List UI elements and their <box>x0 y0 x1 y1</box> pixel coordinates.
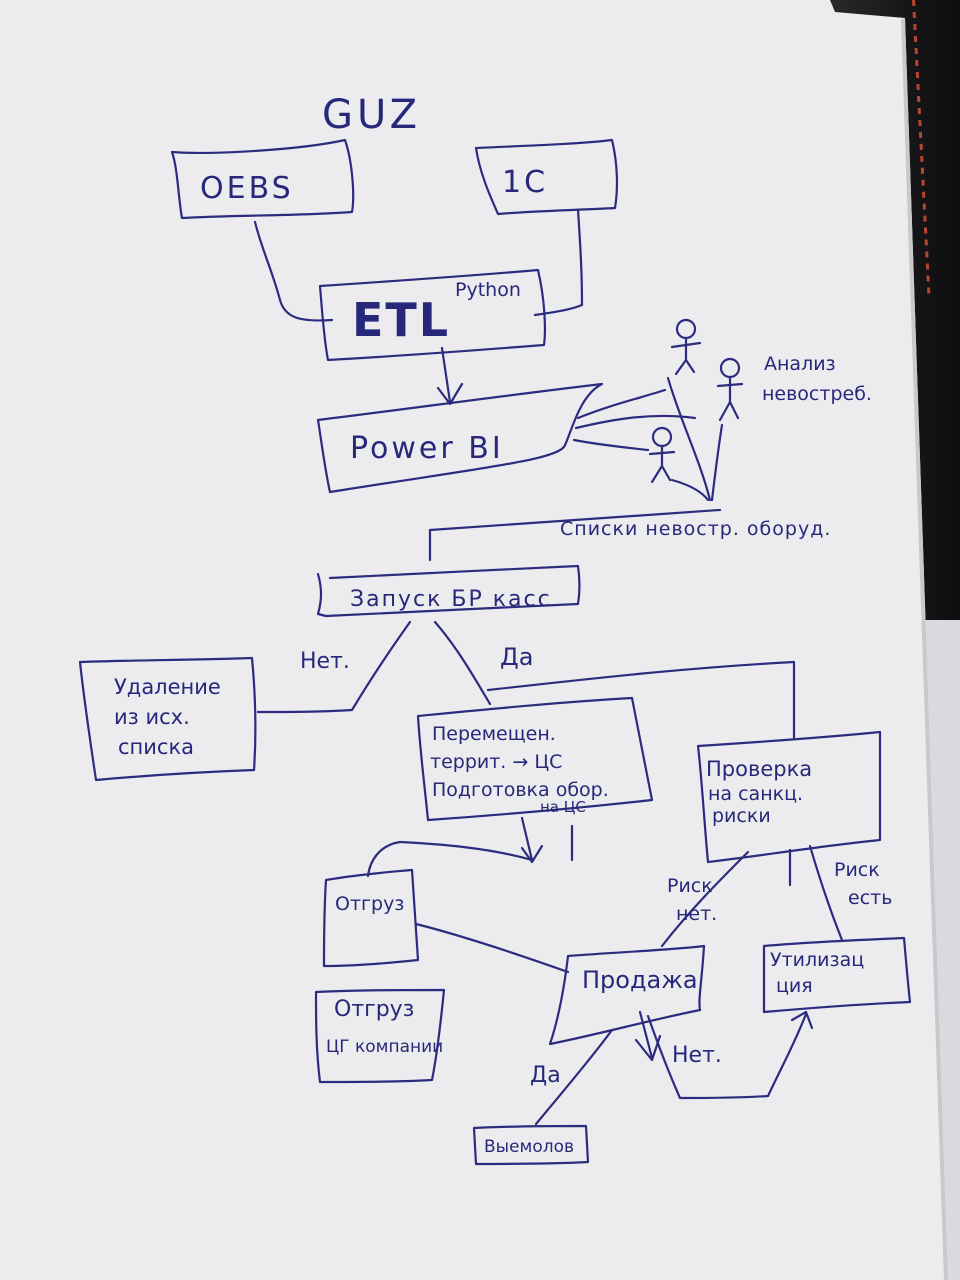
shipment2-label-1: Отгруз <box>334 997 414 1022</box>
utilization-node: Утилизац ция <box>762 936 912 1014</box>
move-to-shipment-arrow <box>520 816 574 864</box>
shipment2-node: Отгруз ЦГ компании <box>314 988 446 1084</box>
risk-yes-label-2: есть <box>848 887 892 909</box>
dismantle-label: Выемолов <box>484 1137 574 1157</box>
launch-label: Запуск БР касс <box>350 587 552 612</box>
sale-node: Продажа <box>548 944 706 1046</box>
risk-yes-branch <box>808 844 844 942</box>
launch-node: Запуск БР касс <box>316 564 581 618</box>
lists-label: Списки невостр. оборуд. <box>560 518 831 540</box>
diagram-title: GUZ <box>322 92 421 138</box>
python-label: Python <box>455 279 521 301</box>
sale-no-branch <box>646 1010 814 1100</box>
powerbi-to-analysts-line-1 <box>576 388 667 420</box>
shipment-to-sale-line <box>414 922 570 974</box>
check-label-1: Проверка <box>706 757 812 781</box>
analyst-label-1: Анализ <box>764 353 836 375</box>
shipment2-label-2: ЦГ компании <box>326 1037 443 1057</box>
removal-label-2: из исх. <box>114 705 190 729</box>
check-node: Проверка на санкц. риски <box>696 730 882 864</box>
launch-yes-branch <box>433 620 492 706</box>
analysts-to-lists-line <box>666 376 724 502</box>
removal-label-1: Удаление <box>114 675 221 699</box>
no-label-1: Нет. <box>300 649 350 674</box>
etl-node: ETL Python <box>318 268 546 362</box>
risk-no-label-2: нет. <box>676 903 717 925</box>
analyst-figure-2 <box>716 357 744 422</box>
move-label-2: террит. → ЦС <box>430 751 562 773</box>
move-label-4: на ЦС <box>540 798 586 816</box>
removal-node: Удаление из исх. списка <box>78 656 257 782</box>
removal-label-3: списка <box>118 735 194 759</box>
paper-shadow <box>901 18 948 1280</box>
risk-no-branch <box>660 850 750 948</box>
sale-no-arrow <box>634 1010 662 1062</box>
analyst-label-2: невостреб. <box>762 383 872 405</box>
lists-line <box>428 508 722 562</box>
utilization-label-2: ция <box>776 975 813 997</box>
1c-to-etl-line <box>533 208 584 317</box>
yes-label-2: Да <box>530 1063 561 1088</box>
sale-yes-branch <box>534 1028 614 1126</box>
yes-label-1: Да <box>500 643 533 671</box>
oebs-label: OEBS <box>200 171 294 206</box>
launch-no-branch <box>256 620 412 714</box>
move-node: Перемещен. террит. → ЦС Подготовка обор.… <box>416 696 654 822</box>
1c-node: 1C <box>474 138 619 216</box>
no-label-2: Нет. <box>672 1043 722 1068</box>
check-label-2: на санкц. <box>708 783 803 805</box>
move-to-shipment-line <box>366 840 534 878</box>
oebs-to-etl-line <box>253 220 334 322</box>
etl-label: ETL <box>352 293 450 347</box>
sale-label: Продажа <box>582 966 698 994</box>
check-label-3: риски <box>712 805 771 827</box>
powerbi-label: Power BI <box>350 431 504 466</box>
1c-label: 1C <box>502 165 548 200</box>
powerbi-to-analysts-line-3 <box>572 438 650 452</box>
yes-to-check-branch <box>486 660 796 740</box>
shipment-node: Отгруз <box>322 868 420 968</box>
oebs-node: OEBS <box>170 138 355 220</box>
risk-no-label-1: Риск <box>667 875 713 897</box>
dismantle-node: Выемолов <box>472 1124 590 1166</box>
risk-yes-label-1: Риск <box>834 859 880 881</box>
shipment-label: Отгруз <box>335 893 404 915</box>
powerbi-node: Power BI <box>316 382 604 494</box>
analyst-figure-1 <box>670 318 702 376</box>
utilization-label-1: Утилизац <box>770 949 864 971</box>
analyst-figure-3 <box>648 426 676 484</box>
move-label-3: Подготовка обор. <box>432 779 609 801</box>
move-label-1: Перемещен. <box>432 723 556 745</box>
